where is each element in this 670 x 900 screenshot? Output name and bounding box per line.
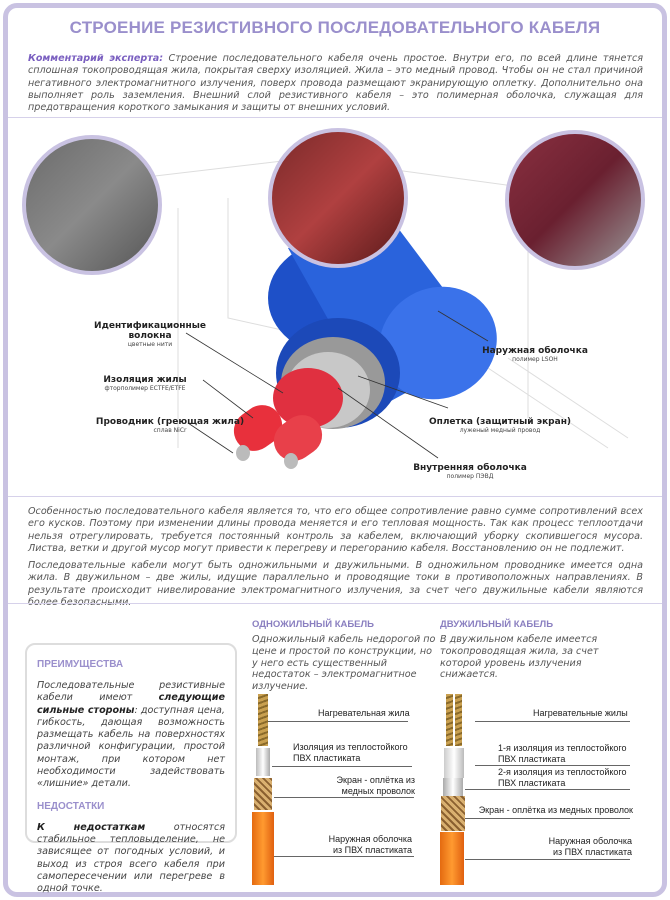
leader-line [465, 789, 630, 790]
leader-line [465, 818, 630, 819]
single-core-heading: ОДНОЖИЛЬНЫЙ КАБЕЛЬ [252, 619, 375, 630]
single-core-text: Одножильный кабель недорогой по цене и п… [252, 634, 436, 693]
body-paragraph-2: Последовательные кабели могут быть однож… [28, 560, 643, 608]
page-frame [3, 3, 667, 897]
body-paragraph-1: Особенностью последовательного кабеля яв… [28, 506, 643, 554]
photo-roof-shingles [22, 135, 162, 275]
leader-line [274, 797, 414, 798]
label-braid: Оплетка (защитный экран)луженый медный п… [428, 417, 572, 434]
double-label-screen: Экран - оплётка из медных проволок [478, 805, 633, 815]
pros-text: Последовательные резистивные кабели имею… [37, 680, 225, 790]
double-core-text: В двужильном кабеле имеется токопроводящ… [440, 634, 599, 681]
divider [8, 603, 662, 604]
double-label-heating-cores: Нагревательные жилы [533, 708, 628, 718]
comment-lead: Комментарий эксперта: [28, 53, 164, 64]
leader-line [465, 859, 630, 860]
single-label-insulation: Изоляция из теплостойкого ПВХ пластиката [293, 742, 408, 763]
cable-drawing [233, 228, 497, 469]
pros-cons-box: ПРЕИМУЩЕСТВА Последовательные резистивны… [25, 643, 237, 894]
photo-roof-red-cable [268, 128, 408, 268]
leader-line [268, 721, 408, 722]
divider [8, 117, 662, 118]
expert-comment: Комментарий эксперта: Строение последова… [28, 53, 643, 114]
comment-text: Строение последовательного кабеля очень … [28, 53, 643, 114]
single-label-heating-core: Нагревательная жила [318, 708, 410, 718]
cons-heading: НЕДОСТАТКИ [37, 800, 105, 812]
double-label-insulation-2: 2-я изоляция из теплостойкого ПВХ пласти… [498, 767, 627, 788]
cable-structure-illustration [137, 157, 629, 469]
single-label-screen: Экран - оплётка из медных проволок [336, 775, 415, 796]
leader-line [274, 856, 414, 857]
leader-line [475, 721, 630, 722]
pros-heading: ПРЕИМУЩЕСТВА [37, 659, 124, 670]
double-label-insulation-1: 1-я изоляция из теплостойкого ПВХ пласти… [498, 743, 627, 764]
cons-text: К недостаткам относятся стабильное тепло… [37, 821, 225, 895]
leader-line [475, 765, 630, 766]
double-label-outer-sheath: Наружная оболочка из ПВХ пластиката [548, 836, 632, 857]
single-label-outer-sheath: Наружная оболочка из ПВХ пластиката [328, 834, 412, 855]
leader-line [272, 766, 412, 767]
divider [8, 496, 662, 497]
leader-lines [185, 310, 489, 459]
photo-roof-metal [505, 130, 645, 270]
page-title: СТРОЕНИЕ РЕЗИСТИВНОГО ПОСЛЕДОВАТЕЛЬНОГО … [69, 18, 601, 37]
label-conductor: Проводник (греющая жила)сплав NiCr [95, 417, 245, 434]
double-core-heading: ДВУЖИЛЬНЫЙ КАБЕЛЬ [440, 619, 554, 630]
